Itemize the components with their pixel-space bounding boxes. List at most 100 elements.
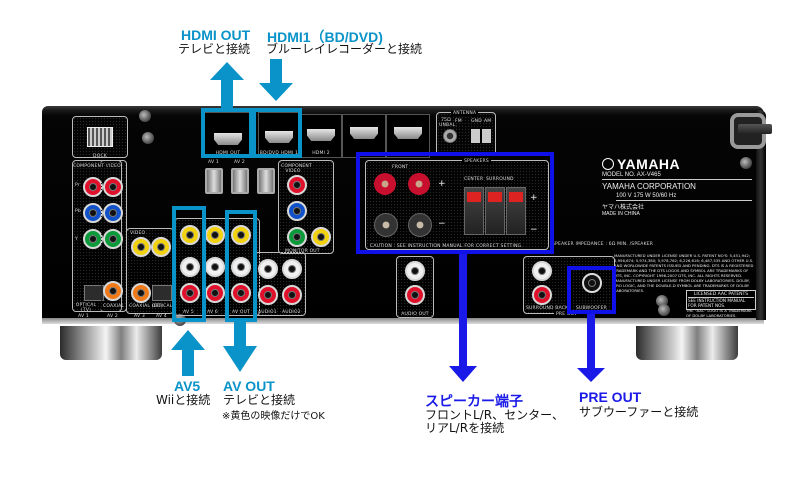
monitor-y-jack[interactable] bbox=[287, 227, 307, 247]
monitor-out-component-port[interactable] bbox=[257, 168, 275, 194]
av2-component-panel bbox=[100, 160, 127, 312]
av2-component-port[interactable] bbox=[231, 168, 249, 194]
dolby-legal-text: MANUFACTURED UNDER LICENSE FROM DOLBY LA… bbox=[614, 278, 751, 293]
av2-pr-jack[interactable] bbox=[103, 177, 123, 197]
surround-l-terminal[interactable] bbox=[506, 187, 526, 235]
av1-component-port[interactable] bbox=[205, 168, 223, 194]
monitor-video-jack[interactable] bbox=[311, 227, 331, 247]
front-r-negative-terminal[interactable] bbox=[374, 213, 398, 237]
front-r-positive-terminal[interactable] bbox=[374, 173, 396, 195]
pr-label: Pr bbox=[75, 183, 80, 188]
av5-highlight bbox=[172, 206, 206, 322]
center-label: CENTER bbox=[464, 177, 484, 182]
pre-out-label: PRE OUT bbox=[554, 312, 580, 317]
hdmi-out-desc: テレビと接続 bbox=[178, 42, 251, 56]
audio-out-r-jack[interactable] bbox=[405, 285, 425, 305]
corporation-label: YAMAHA CORPORATION bbox=[602, 182, 696, 191]
surround-back-label: SURROUND BACK bbox=[526, 306, 569, 311]
av5-audio-r-jack[interactable] bbox=[180, 283, 200, 303]
audio1-l-jack[interactable] bbox=[258, 259, 278, 279]
monitor-pb-jack[interactable] bbox=[287, 201, 307, 221]
av2-y-jack[interactable] bbox=[103, 229, 123, 249]
av5-audio-l-jack[interactable] bbox=[180, 257, 200, 277]
av4-label: AV 4 bbox=[156, 314, 167, 319]
monitor-pr-jack[interactable] bbox=[287, 175, 307, 195]
impedance-label: SPEAKER IMPEDANCE : 6Ω MIN. /SPEAKER bbox=[552, 242, 654, 247]
monitor-component-label: COMPONENT VIDEO bbox=[281, 164, 312, 174]
minus-icon: − bbox=[530, 225, 538, 235]
audio2-l-jack[interactable] bbox=[282, 259, 302, 279]
speakers-title: スピーカー端子 bbox=[425, 393, 523, 409]
arrow-up-icon bbox=[171, 330, 205, 376]
av6-video-jack[interactable] bbox=[205, 225, 225, 245]
hdmi1-port[interactable] bbox=[265, 131, 293, 143]
screw-icon bbox=[740, 157, 752, 169]
av5-video-jack[interactable] bbox=[180, 225, 200, 245]
pb-label: Pb bbox=[75, 209, 81, 214]
fm-antenna-jack[interactable] bbox=[443, 129, 457, 143]
front-l-positive-terminal[interactable] bbox=[408, 173, 430, 195]
monitor-out-panel: COMPONENT VIDEO MONITOR OUT bbox=[278, 160, 334, 254]
screw-icon bbox=[142, 132, 154, 144]
av-out-video-jack[interactable] bbox=[231, 225, 251, 245]
video-label: VIDEO bbox=[130, 231, 146, 236]
front-l-negative-terminal[interactable] bbox=[408, 213, 432, 237]
hdmi4-port[interactable] bbox=[394, 127, 422, 139]
caution-label: CAUTION : SEE INSTRUCTION MANUAL FOR COR… bbox=[370, 244, 523, 249]
hdmi1-label: BD/DVD HDMI 1 bbox=[259, 151, 299, 156]
surround-r-terminal[interactable] bbox=[485, 187, 505, 235]
arrow-down-icon bbox=[577, 314, 605, 382]
hdmi1-desc: ブルーレイレコーダーと接続 bbox=[266, 42, 423, 56]
hdmi2-port[interactable] bbox=[307, 129, 335, 141]
av-out-audio-l-jack[interactable] bbox=[231, 257, 251, 277]
subwoofer-jack[interactable] bbox=[582, 273, 602, 293]
dts-legal-text: MANUFACTURED UNDER LICENSE UNDER U.S. PA… bbox=[614, 253, 754, 278]
am-antenna-terminal[interactable] bbox=[471, 129, 491, 143]
audio2-label: AUDIO2 bbox=[282, 310, 301, 315]
corporation-jp: ヤマハ株式会社 bbox=[602, 205, 645, 211]
audio2-r-jack[interactable] bbox=[282, 285, 302, 305]
model-label: MODEL NO. bbox=[602, 172, 636, 178]
brand-plate: YAMAHA MODEL NO. AX-V465 YAMAHA CORPORAT… bbox=[602, 156, 752, 217]
av3-av4-panel: VIDEO bbox=[126, 228, 174, 314]
surround-back-r-jack[interactable] bbox=[532, 285, 552, 305]
av2-pb-jack[interactable] bbox=[103, 203, 123, 223]
hdmi2-label: HDMI 2 bbox=[312, 151, 330, 156]
av-out-audio-r-jack[interactable] bbox=[231, 283, 251, 303]
audio1-label: AUDIO1 bbox=[258, 310, 277, 315]
yamaha-logo: YAMAHA bbox=[602, 156, 752, 172]
dock-port[interactable] bbox=[87, 127, 113, 147]
audio-out-l-jack[interactable] bbox=[405, 261, 425, 281]
av5-desc: Wiiと接続 bbox=[156, 393, 211, 407]
right-foot bbox=[636, 326, 738, 360]
plus-icon: + bbox=[438, 179, 446, 189]
arrow-up-icon bbox=[210, 62, 244, 112]
av5-av6-avout-panel: AV 5 AV 6 AV OUT bbox=[174, 218, 260, 316]
coaxial-av2-jack[interactable] bbox=[103, 281, 123, 301]
coaxial-cd-jack[interactable] bbox=[131, 283, 151, 303]
model-number: AX-V465 bbox=[636, 172, 661, 178]
av6-audio-l-jack[interactable] bbox=[205, 257, 225, 277]
av4-video-jack[interactable] bbox=[151, 237, 171, 257]
optical-av4-port[interactable] bbox=[152, 285, 172, 301]
gnd-label: GND bbox=[471, 119, 482, 124]
av3-video-jack[interactable] bbox=[131, 237, 151, 257]
minus-icon: − bbox=[438, 219, 446, 229]
optical-tv-label: OPTICAL (TV) bbox=[75, 303, 97, 313]
center-terminal[interactable] bbox=[464, 187, 484, 235]
av6-audio-r-jack[interactable] bbox=[205, 283, 225, 303]
fm-label: FM bbox=[455, 119, 462, 124]
pre-out-desc: サブウーファーと接続 bbox=[579, 405, 699, 419]
surround-back-l-jack[interactable] bbox=[532, 261, 552, 281]
av5-label: AV 5 bbox=[183, 310, 194, 315]
y-label: Y bbox=[75, 237, 78, 242]
antenna-label: ANTENNA bbox=[451, 111, 479, 116]
hdmi3-port[interactable] bbox=[350, 127, 378, 139]
av-out-label: AV OUT bbox=[232, 310, 251, 315]
hdmi-out-port[interactable] bbox=[214, 133, 242, 145]
audio1-r-jack[interactable] bbox=[258, 285, 278, 305]
av-out-note: ※黄色の映像だけでOK bbox=[222, 411, 325, 422]
am-label: AM bbox=[484, 119, 492, 124]
av3-label: AV 3 bbox=[134, 314, 145, 319]
